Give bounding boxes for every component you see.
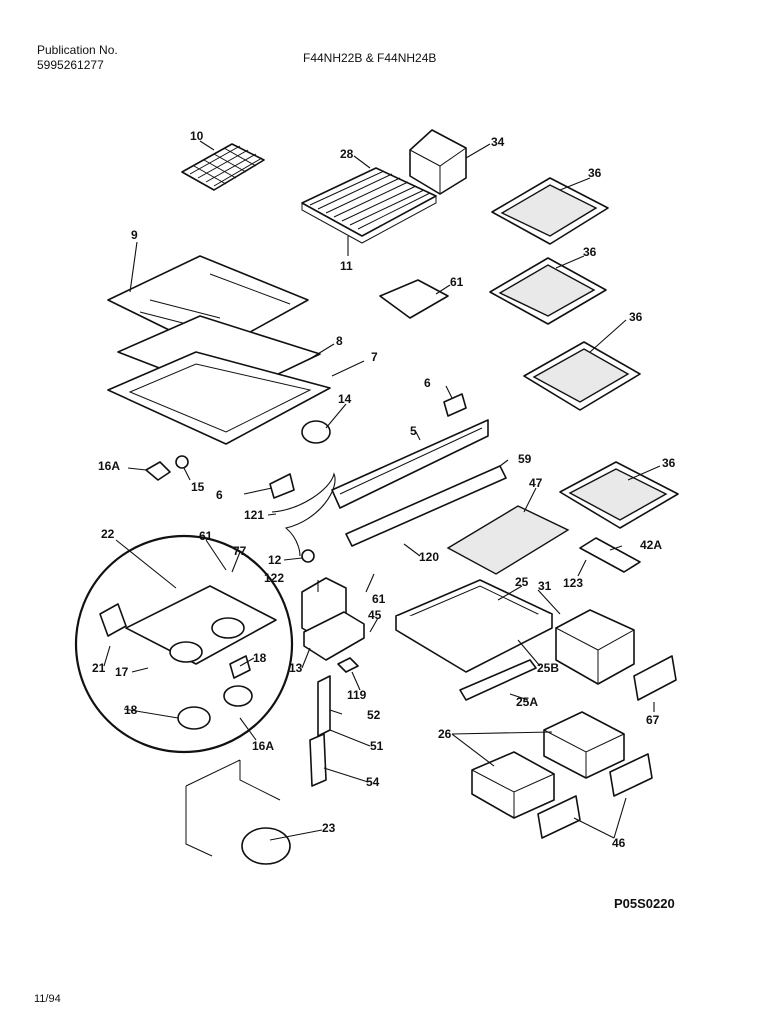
part-glass-shelf-1 xyxy=(491,177,609,245)
leader-lines xyxy=(103,140,661,841)
callout-label: 17 xyxy=(115,665,129,679)
callout-label: 6 xyxy=(216,488,223,502)
part-rail-42a xyxy=(579,537,641,573)
callout-label: 47 xyxy=(529,476,543,490)
part-bracket-61 xyxy=(379,279,449,319)
callout-label: 16A xyxy=(252,739,274,753)
callout-label: 28 xyxy=(340,147,354,161)
part-rail-120 xyxy=(345,465,507,547)
part-wire-121 xyxy=(271,472,336,557)
callout-label: 12 xyxy=(268,553,282,567)
part-cover-46-left xyxy=(537,795,581,839)
callout-label: 61 xyxy=(450,275,464,289)
part-fitting-15 xyxy=(175,455,189,469)
part-shelf-rail-5 xyxy=(331,419,489,509)
callout-label: 5 xyxy=(410,424,417,438)
callout-label: 11 xyxy=(340,259,353,273)
callout-label: 7 xyxy=(371,350,378,364)
callout-label: 46 xyxy=(612,836,626,850)
callout-label: 22 xyxy=(101,527,115,541)
part-crisper-glass-47 xyxy=(446,505,570,575)
part-knob-14 xyxy=(301,420,331,444)
part-crisper-drawer-25 xyxy=(395,579,553,673)
part-base-corner-23 xyxy=(185,759,291,865)
callout-label: 26 xyxy=(438,727,452,741)
callout-label: 25 xyxy=(515,575,529,589)
part-door-bin-small xyxy=(409,129,467,195)
callout-label: 54 xyxy=(366,775,380,789)
part-sensor-6 xyxy=(443,393,467,417)
callout-label: 67 xyxy=(646,713,660,727)
revision-date: 11/94 xyxy=(34,993,61,1005)
callout-label: 6 xyxy=(424,376,431,390)
part-119 xyxy=(337,657,359,673)
callout-label: 36 xyxy=(629,310,643,324)
callout-label: 61 xyxy=(372,592,386,606)
part-cover-67 xyxy=(633,655,677,701)
callout-label: 77 xyxy=(233,544,247,558)
callout-label: 123 xyxy=(563,576,583,590)
callout-label: 119 xyxy=(347,688,367,702)
part-pan-26-right xyxy=(543,711,625,779)
part-rail-25a xyxy=(459,659,537,701)
callout-label: 14 xyxy=(338,392,352,406)
part-cover-46-right xyxy=(609,753,653,797)
part-wire-shelf xyxy=(301,167,437,244)
part-bracket-6 xyxy=(269,473,295,499)
part-glass-shelf-2 xyxy=(489,257,607,325)
publication-number: 5995261277 xyxy=(37,58,104,72)
callout-label: 25B xyxy=(537,661,559,675)
callout-label: 15 xyxy=(191,480,205,494)
callout-label: 122 xyxy=(264,571,284,585)
callout-label: 31 xyxy=(538,579,552,593)
callout-label: 36 xyxy=(588,166,602,180)
callout-label: 59 xyxy=(518,452,532,466)
callout-label: 8 xyxy=(336,334,343,348)
callout-label: 36 xyxy=(662,456,676,470)
part-pan-26-left xyxy=(471,751,555,819)
callout-label: 18 xyxy=(253,651,267,665)
publication-label: Publication No. xyxy=(37,43,118,57)
figure-id: P05S0220 xyxy=(614,896,675,911)
part-duct-54 xyxy=(309,733,327,787)
callout-label: 61 xyxy=(199,529,213,543)
callout-label: 45 xyxy=(368,608,382,622)
part-housing-13 xyxy=(303,611,365,661)
part-duct-52 xyxy=(317,675,331,737)
callout-labels: 10 28 34 36 36 36 36 9 11 61 8 7 6 14 5 … xyxy=(92,129,676,850)
part-crisper-frame-7 xyxy=(107,351,331,445)
callout-label: 16A xyxy=(98,459,120,473)
callout-label: 10 xyxy=(190,129,204,143)
part-glass-shelf-3 xyxy=(523,341,641,411)
callout-label: 23 xyxy=(322,821,336,835)
part-glass-shelf-4 xyxy=(559,461,679,529)
callout-label: 120 xyxy=(419,550,439,564)
callout-label: 21 xyxy=(92,661,106,675)
part-pan-31 xyxy=(555,609,635,685)
callout-label: 42A xyxy=(640,538,662,552)
part-fitting-16a xyxy=(145,461,171,481)
callout-label: 13 xyxy=(289,661,303,675)
callout-label: 18 xyxy=(124,703,138,717)
callout-label: 25A xyxy=(516,695,538,709)
callout-label: 36 xyxy=(583,245,597,259)
part-ice-tray xyxy=(181,143,265,191)
detail-circle-freezer-base xyxy=(74,534,294,754)
callout-label: 9 xyxy=(131,228,138,242)
model-numbers: F44NH22B & F44NH24B xyxy=(303,51,437,65)
callout-label: 51 xyxy=(370,739,384,753)
callout-label: 34 xyxy=(491,135,505,149)
callout-label: 121 xyxy=(244,508,264,522)
callout-label: 52 xyxy=(367,708,381,722)
part-12 xyxy=(301,549,315,563)
